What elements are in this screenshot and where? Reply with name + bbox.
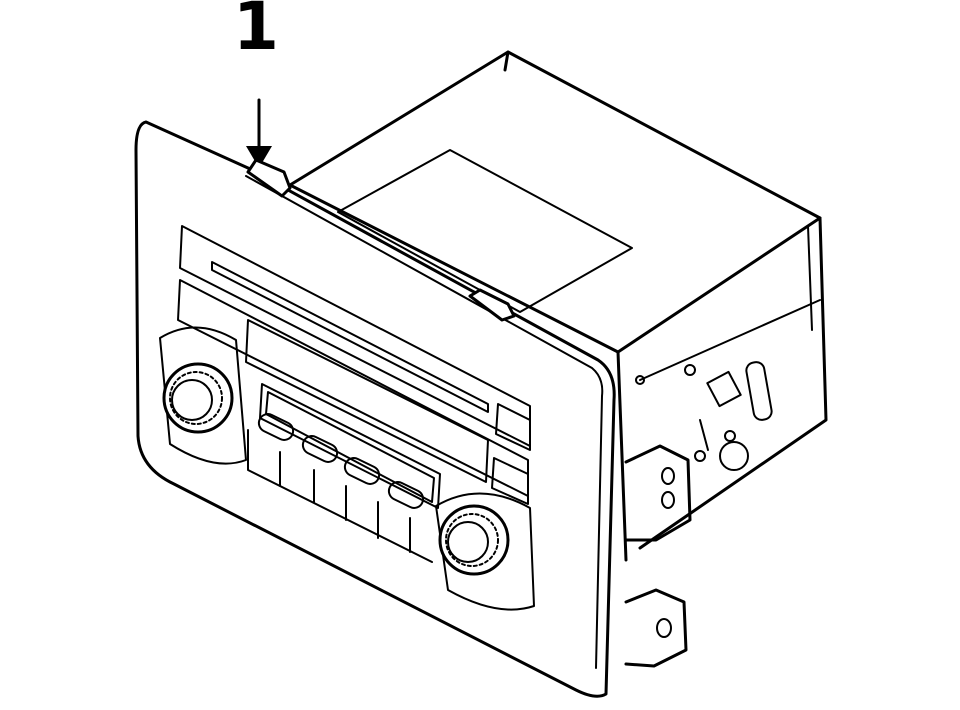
callout-number: 1 <box>233 0 279 65</box>
mounting-bracket-upper <box>624 444 692 542</box>
tuning-knob <box>435 492 535 611</box>
mounting-bracket-lower <box>624 588 688 668</box>
preset-buttons <box>247 413 433 563</box>
callout-arrow <box>246 98 272 168</box>
volume-knob <box>159 326 247 465</box>
display-panel <box>245 319 489 509</box>
chassis-box <box>288 50 828 562</box>
side-buttons <box>491 403 531 505</box>
